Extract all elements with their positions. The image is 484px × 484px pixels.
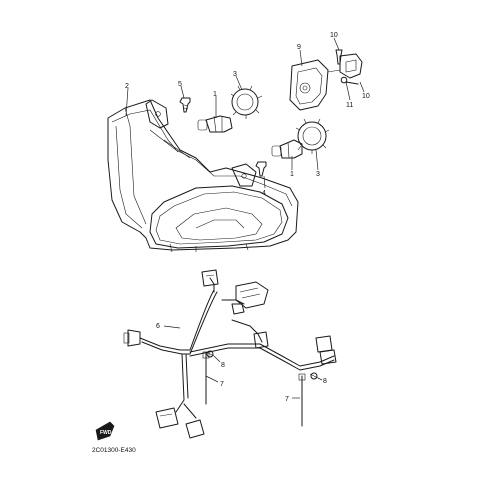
callout-10-bottom: 10 xyxy=(362,93,370,100)
callout-8-left: 8 xyxy=(221,362,225,369)
clamp-left xyxy=(205,350,215,358)
callout-1-right: 1 xyxy=(290,171,294,178)
callout-8-right: 8 xyxy=(323,378,327,385)
callout-7-left: 7 xyxy=(220,381,224,388)
callout-11: 11 xyxy=(346,102,353,109)
callout-1-left: 1 xyxy=(213,91,217,98)
bulb-right xyxy=(271,139,303,159)
callout-4: 4 xyxy=(262,190,266,197)
bulb-left xyxy=(197,115,233,133)
callout-2: 2 xyxy=(125,83,129,90)
callout-5: 5 xyxy=(178,81,182,88)
wire-harness xyxy=(123,269,337,439)
fwd-arrow-icon: FWD xyxy=(95,421,115,441)
callout-labels: 2 5 1 3 9 10 11 10 4 1 3 6 8 7 8 7 xyxy=(125,32,370,403)
screw-part-11 xyxy=(340,76,359,85)
position-light-part-9 xyxy=(289,53,363,111)
callout-10-top: 10 xyxy=(330,32,338,39)
leader-lines xyxy=(125,37,365,399)
callout-6: 6 xyxy=(156,323,160,330)
cable-tie-left xyxy=(202,351,210,405)
fwd-label: FWD xyxy=(100,430,112,436)
callout-7-right: 7 xyxy=(285,396,289,403)
screw-part-4 xyxy=(255,161,267,177)
cable-tie-right xyxy=(298,373,306,427)
callout-9: 9 xyxy=(297,44,301,51)
drawing-code: 2C01300-E430 xyxy=(92,447,136,454)
bulb-cover-left xyxy=(230,85,263,119)
screw-part-10 xyxy=(335,49,343,65)
clamp-right xyxy=(309,372,319,380)
bulb-cover-right xyxy=(295,118,330,154)
headlight-housing xyxy=(107,99,299,253)
callout-3-left: 3 xyxy=(233,71,237,78)
screw-part-5 xyxy=(179,97,191,113)
callout-3-right: 3 xyxy=(316,171,320,178)
